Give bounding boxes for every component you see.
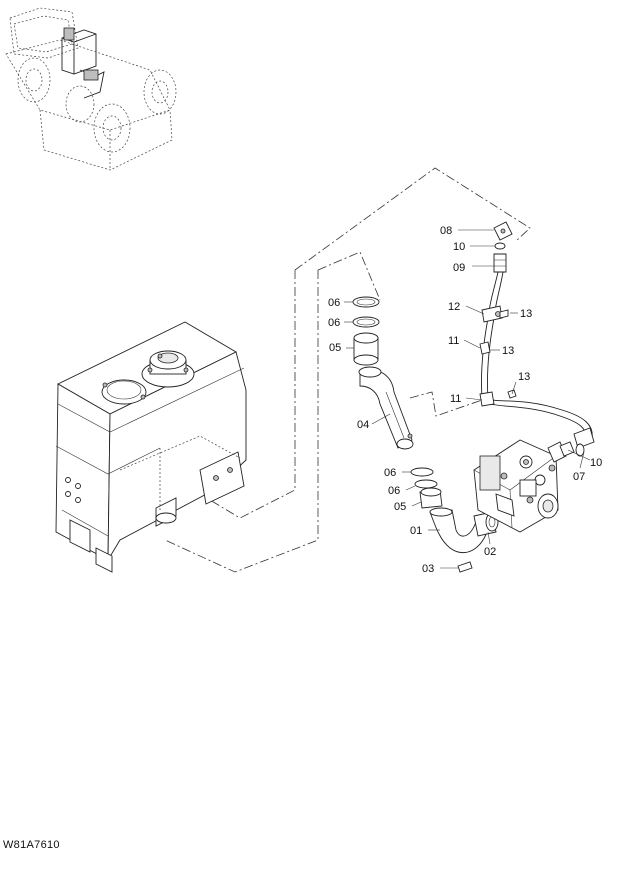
callout-13-lower: 13 xyxy=(518,371,530,383)
callout-06-lower-b: 06 xyxy=(388,485,400,497)
callout-04: 04 xyxy=(357,419,369,431)
reference-leader-lines xyxy=(164,167,531,573)
callout-labels: 08 10 09 12 13 11 13 13 11 10 07 06 06 0… xyxy=(328,225,602,575)
callout-06-lower-a: 06 xyxy=(384,467,396,479)
callout-07: 07 xyxy=(573,471,585,483)
callout-05-upper: 05 xyxy=(329,342,341,354)
callout-02: 02 xyxy=(484,546,496,558)
callout-06-upper-a: 06 xyxy=(328,297,340,309)
callout-13-upper: 13 xyxy=(520,308,532,320)
machine-overview-thumbnail xyxy=(5,7,177,171)
callout-03: 03 xyxy=(422,563,434,575)
callout-01: 01 xyxy=(410,525,422,537)
callout-leaders xyxy=(344,229,591,569)
callout-12: 12 xyxy=(448,301,460,313)
callout-10-right: 10 xyxy=(590,457,602,469)
pilot-hose-line xyxy=(479,221,595,457)
hydraulic-pump xyxy=(473,439,567,533)
callout-09: 09 xyxy=(453,262,465,274)
callout-11-upper: 11 xyxy=(448,335,459,347)
callout-06-upper-b: 06 xyxy=(328,317,340,329)
callout-10-top: 10 xyxy=(453,241,465,253)
drawing-code: W81A7610 xyxy=(3,839,60,851)
callout-05-lower: 05 xyxy=(394,501,406,513)
pump-suction-elbow xyxy=(410,467,499,573)
callout-08: 08 xyxy=(440,225,452,237)
callout-11-lower: 11 xyxy=(450,393,461,405)
hydraulic-tank xyxy=(55,321,247,573)
callout-13-middle: 13 xyxy=(502,345,514,357)
